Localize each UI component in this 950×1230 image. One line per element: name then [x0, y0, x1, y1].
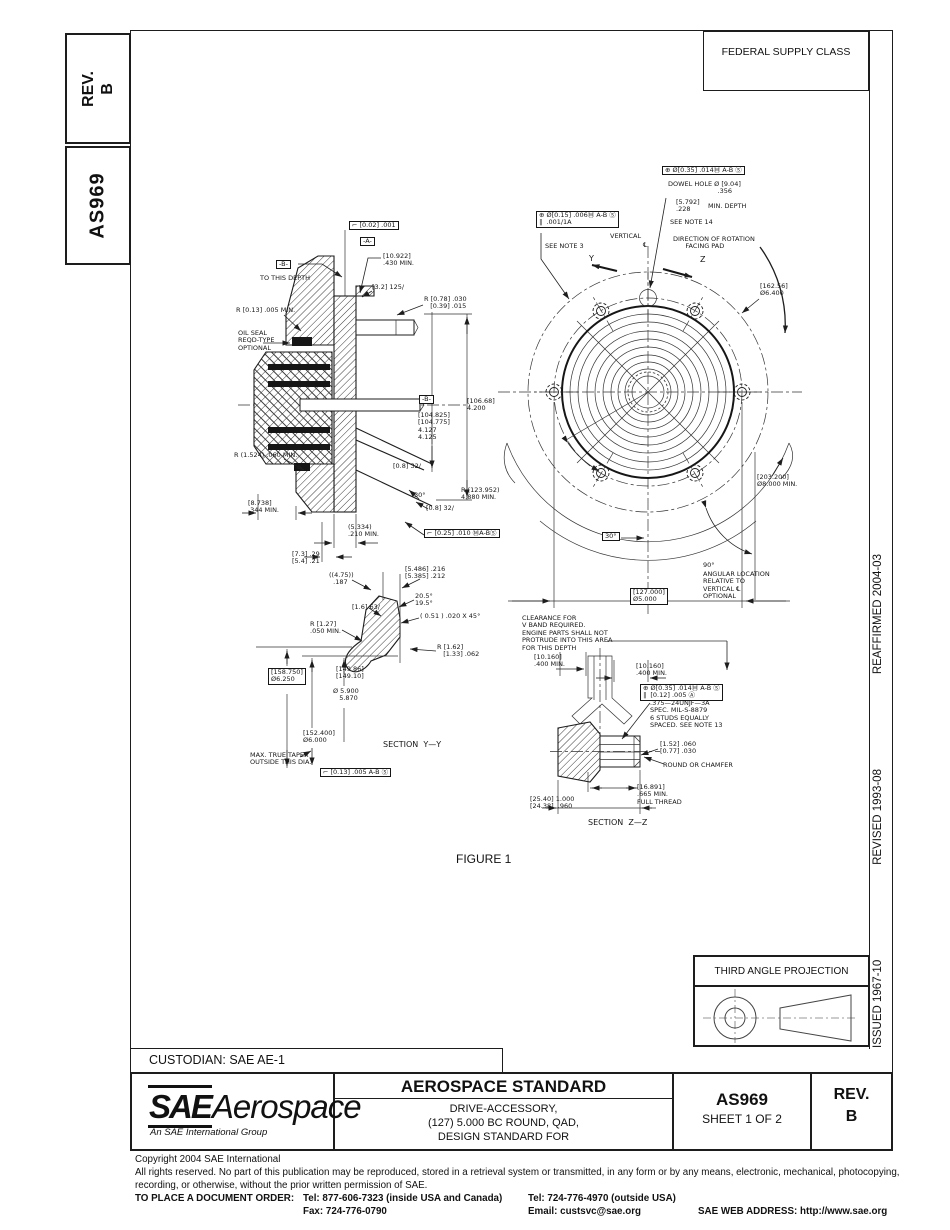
federal-supply-class-label: FEDERAL SUPPLY CLASS	[721, 46, 851, 58]
third-angle-projection-symbol	[703, 989, 857, 1043]
email: Email: custsvc@sae.org	[528, 1206, 642, 1217]
standard-subtitle-line2: (127) 5.000 BC ROUND, QAD,	[428, 1117, 579, 1129]
right-strip-divider	[869, 30, 870, 1049]
figure-caption: FIGURE 1	[456, 852, 512, 866]
standard-subtitle-line1: DRIVE-ACCESSORY,	[449, 1103, 558, 1115]
web-address: SAE WEB ADDRESS: http://www.sae.org	[698, 1206, 888, 1217]
doc-number-cell: AS969 SHEET 1 OF 2	[674, 1074, 812, 1149]
copyright-line: Copyright 2004 SAE International	[135, 1154, 281, 1165]
doc-number-box: AS969	[65, 146, 131, 265]
fax: Fax: 724-776-0790	[303, 1206, 387, 1217]
tel-outside: Tel: 724-776-4970 (outside USA)	[528, 1193, 676, 1204]
third-angle-projection-label: THIRD ANGLE PROJECTION	[695, 957, 868, 987]
logo-sae-text: SAE	[148, 1085, 213, 1128]
title-doc-number: AS969	[716, 1090, 768, 1109]
sheet-info: SHEET 1 OF 2	[702, 1112, 782, 1126]
logo-cell: SAEAerospace An SAE International Group	[132, 1074, 362, 1149]
title-rev-label: REV.	[833, 1086, 870, 1103]
order-label: TO PLACE A DOCUMENT ORDER:	[135, 1193, 295, 1204]
rights-line2: recording, or otherwise, without the pri…	[135, 1180, 428, 1191]
title-block: SAEAerospace An SAE International Group …	[130, 1072, 893, 1151]
logo-tagline: An SAE International Group	[150, 1127, 268, 1138]
standard-type-heading: AEROSPACE STANDARD	[335, 1074, 672, 1099]
rights-line1: All rights reserved. No part of this pub…	[135, 1167, 900, 1178]
logo-aerospace-text: Aerospace	[211, 1088, 362, 1125]
rev-cell: REV. B	[812, 1074, 891, 1149]
federal-supply-class-box: FEDERAL SUPPLY CLASS	[703, 31, 869, 91]
custodian-bar: CUSTODIAN: SAE AE-1	[130, 1048, 503, 1073]
tel-inside: Tel: 877-606-7323 (inside USA and Canada…	[303, 1193, 503, 1204]
standard-subtitle-line3: DESIGN STANDARD FOR	[437, 1131, 570, 1143]
rev-header-box: REV. B	[65, 33, 131, 144]
standard-title-cell: AEROSPACE STANDARD DRIVE-ACCESSORY, (127…	[335, 1074, 674, 1149]
third-angle-projection-box: THIRD ANGLE PROJECTION	[693, 955, 870, 1047]
title-rev-value: B	[845, 1108, 858, 1125]
footer: Copyright 2004 SAE International All rig…	[135, 1153, 905, 1218]
sae-aerospace-logo: SAEAerospace An SAE International Group	[132, 1074, 362, 1138]
